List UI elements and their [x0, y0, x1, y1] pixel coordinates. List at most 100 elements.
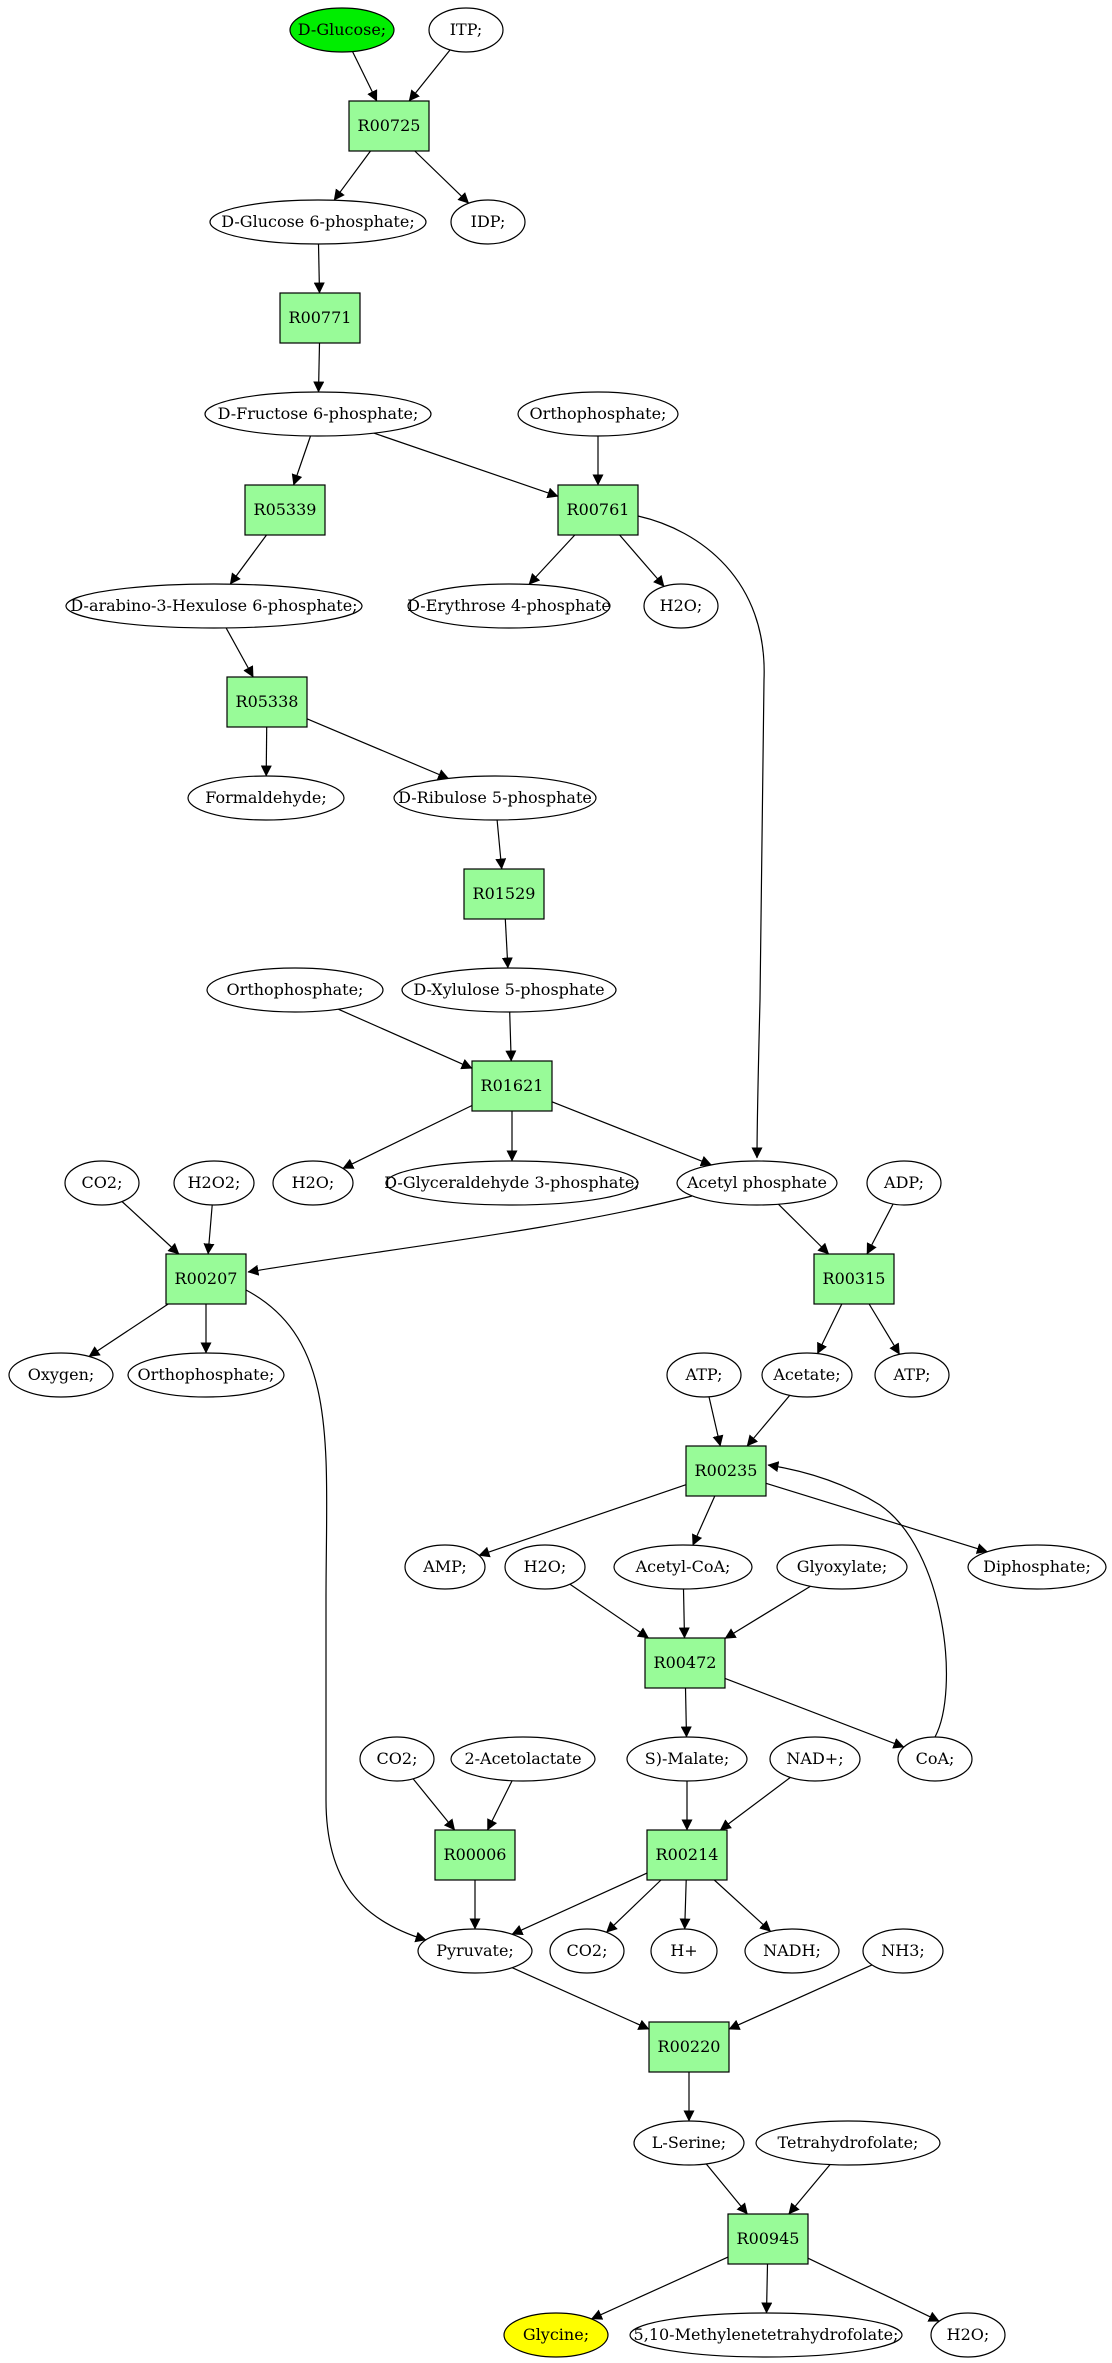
- node-label: Glyoxylate;: [797, 1557, 888, 1576]
- edge-r-00235-to-c-ppi: [765, 1482, 988, 1554]
- edge-r-00761-to-c-e4p: [528, 534, 576, 585]
- compound-ellipse: [127, 1352, 285, 1398]
- compound-ellipse: [417, 1928, 533, 1974]
- compound-node-co2b: CO2;: [359, 1736, 435, 1782]
- edge-c-xu5p-to-r-01621: [505, 1011, 517, 1062]
- edge-r-00945-to-c-methf: [761, 2263, 773, 2314]
- compound-ellipse: [359, 1736, 435, 1782]
- reaction-box: [165, 1253, 247, 1305]
- edge-r-00214-to-c-nadh: [713, 1879, 772, 1932]
- compound-ellipse: [626, 1736, 748, 1782]
- node-label: CO2;: [82, 1173, 123, 1192]
- compound-ellipse: [676, 1160, 838, 1206]
- compound-ellipse: [930, 2312, 1006, 2358]
- compound-node-e4p: D-Erythrose 4-phosphate: [407, 583, 611, 629]
- compound-node-f6p: D-Fructose 6-phosphate;: [204, 391, 432, 437]
- node-label: Pyruvate;: [436, 1941, 514, 1960]
- edge-c-nh3-to-r-00220: [728, 1964, 873, 2030]
- edge-r-00771-to-c-f6p: [313, 342, 325, 393]
- compound-node-formaldehyde: Formaldehyde;: [187, 775, 345, 821]
- edge-c-glyoxylate-to-r-00472: [724, 1585, 811, 1640]
- edge-c-f6p-to-r-05339: [291, 435, 312, 486]
- compound-ellipse: [204, 391, 432, 437]
- compound-node-pi1: Orthophosphate;: [517, 391, 679, 437]
- edge-r-05339-to-c-ah6p: [229, 534, 267, 585]
- edge-c-pi2-to-r-01621: [338, 1008, 473, 1070]
- compound-node-coa: CoA;: [897, 1736, 973, 1782]
- node-label: ATP;: [685, 1365, 723, 1384]
- node-label: R00006: [444, 1845, 507, 1864]
- edge-c-thf-to-r-00945: [788, 2164, 831, 2215]
- compound-ellipse: [450, 199, 526, 245]
- edge-c-pyruvate-to-r-00220: [511, 1967, 650, 2030]
- node-label: NH3;: [881, 1941, 925, 1960]
- compound-node-co2c: CO2;: [549, 1928, 625, 1974]
- node-label: D-Fructose 6-phosphate;: [218, 404, 419, 423]
- node-label: H2O;: [660, 596, 703, 615]
- edge-c-atp1-to-r-00235: [708, 1396, 724, 1447]
- node-label: Glycine;: [523, 2325, 589, 2344]
- edge-c-accoa-to-r-00472: [678, 1588, 690, 1639]
- compound-ellipse: [769, 1736, 861, 1782]
- node-label: Acetate;: [772, 1365, 840, 1384]
- node-label: 2-Acetolactate: [464, 1749, 581, 1768]
- reaction-box: [348, 100, 430, 152]
- node-label: AMP;: [422, 1557, 467, 1576]
- compound-node-malate: S)-Malate;: [626, 1736, 748, 1782]
- edges-layer: [88, 49, 988, 2322]
- edge-c-coa-to-r-00235: [767, 1461, 948, 1738]
- compound-ellipse: [393, 775, 597, 821]
- node-label: H2O;: [292, 1173, 335, 1192]
- reaction-box: [463, 868, 545, 920]
- compound-node-adp: ADP;: [866, 1160, 942, 1206]
- edge-r-00761-to-c-acp: [637, 515, 765, 1159]
- node-label: CoA;: [916, 1749, 955, 1768]
- edge-r-00472-to-c-coa: [724, 1677, 905, 1749]
- node-label: Orthophosphate;: [227, 980, 364, 999]
- node-label: R00725: [358, 116, 421, 135]
- reaction-box: [557, 484, 639, 536]
- node-label: R00214: [656, 1845, 719, 1864]
- compound-node-oxygen: Oxygen;: [8, 1352, 114, 1398]
- compound-node-ppi: Diphosphate;: [967, 1544, 1107, 1590]
- node-label: H2O2;: [188, 1173, 241, 1192]
- compound-ellipse: [8, 1352, 114, 1398]
- node-label: D-Xylulose 5-phosphate: [413, 980, 604, 999]
- edge-c-acp-to-r-00315: [777, 1203, 830, 1255]
- reaction-box: [434, 1829, 516, 1881]
- node-label: D-Glyceraldehyde 3-phosphate;: [384, 1173, 639, 1192]
- node-label: R05338: [236, 692, 299, 711]
- compound-ellipse: [401, 967, 617, 1013]
- compound-ellipse: [633, 2120, 745, 2166]
- edge-r-00725-to-c-idp: [414, 150, 470, 204]
- edge-c-itp-to-r-00725: [408, 49, 451, 102]
- compound-ellipse: [874, 1352, 950, 1398]
- reaction-node-00315: R00315: [813, 1253, 895, 1305]
- reaction-node-01621: R01621: [471, 1060, 553, 1112]
- reaction-box: [471, 1060, 553, 1112]
- node-label: ATP;: [893, 1365, 931, 1384]
- node-label: S)-Malate;: [645, 1749, 729, 1768]
- reaction-node-00214: R00214: [646, 1829, 728, 1881]
- edge-r-00725-to-c-g6p: [333, 150, 371, 201]
- compound-ellipse: [504, 1544, 586, 1590]
- edge-r-00214-to-c-co2c: [606, 1879, 662, 1933]
- node-label: ADP;: [883, 1173, 924, 1192]
- edge-r-00214-to-c-hplus: [679, 1879, 691, 1930]
- reaction-node-00771: R00771: [279, 292, 361, 344]
- compound-ellipse: [65, 583, 363, 629]
- edge-r-01621-to-c-h2o2b: [342, 1104, 473, 1169]
- reaction-box: [685, 1445, 767, 1497]
- edge-r-00472-to-c-malate: [680, 1687, 692, 1738]
- compound-ellipse: [666, 1352, 742, 1398]
- node-label: D-Ribulose 5-phosphate: [398, 788, 592, 807]
- edge-c-h2o3-to-r-00472: [569, 1583, 649, 1639]
- compound-node-ah6p: D-arabino-3-Hexulose 6-phosphate;: [65, 583, 363, 629]
- compound-node-atp1: ATP;: [666, 1352, 742, 1398]
- compound-node-serine: L-Serine;: [633, 2120, 745, 2166]
- compound-node-hplus: H+: [650, 1928, 718, 1974]
- compound-node-h2o4: H2O;: [930, 2312, 1006, 2358]
- reaction-node-01529: R01529: [463, 868, 545, 920]
- edge-c-acetolactate-to-r-00006: [486, 1780, 513, 1831]
